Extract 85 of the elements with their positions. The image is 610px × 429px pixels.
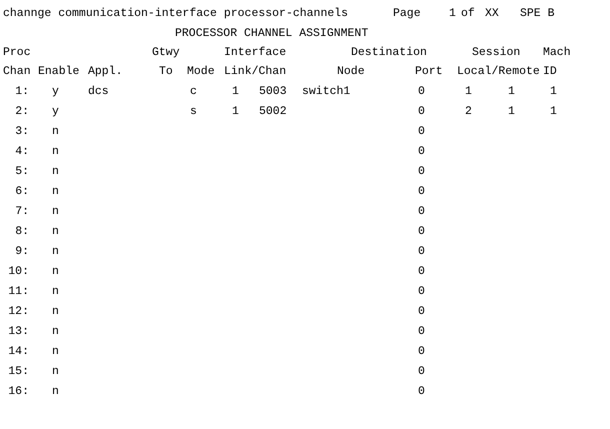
table-cell: n: [52, 125, 59, 139]
table-cell: n: [52, 305, 59, 319]
table-cell: y: [52, 105, 59, 119]
table-cell: 1: [465, 85, 472, 99]
table-cell: n: [52, 225, 59, 239]
table-cell: 1: [508, 105, 515, 119]
table-cell: n: [52, 365, 59, 379]
column-header: Proc: [3, 46, 31, 60]
table-cell: n: [52, 145, 59, 159]
table-cell: 5002: [259, 105, 287, 119]
table-cell: 0: [418, 185, 425, 199]
page-label: Page: [393, 7, 421, 21]
screen-heading: PROCESSOR CHANNEL ASSIGNMENT: [175, 27, 368, 41]
table-cell: 1: [232, 105, 239, 119]
column-header: Local/Remote: [457, 65, 540, 79]
table-cell: n: [52, 245, 59, 259]
row-number: 13:: [8, 325, 29, 339]
row-number: 5:: [15, 165, 29, 179]
table-cell: n: [52, 165, 59, 179]
column-header: Appl.: [88, 65, 123, 79]
table-cell: 0: [418, 265, 425, 279]
table-cell: 0: [418, 245, 425, 259]
page-number: 1: [449, 7, 456, 21]
column-header: Interface: [224, 46, 286, 60]
page-label: of: [461, 7, 475, 21]
column-header: Mach: [543, 46, 571, 60]
row-number: 14:: [8, 345, 29, 359]
system-label: SPE B: [520, 7, 555, 21]
table-cell: 0: [418, 85, 425, 99]
table-cell: switch1: [302, 85, 350, 99]
row-number: 1:: [15, 85, 29, 99]
table-cell: n: [52, 285, 59, 299]
table-cell: 1: [508, 85, 515, 99]
column-header: Enable: [38, 65, 80, 79]
table-cell: 0: [418, 325, 425, 339]
table-cell: c: [190, 85, 197, 99]
table-cell: 0: [418, 205, 425, 219]
table-cell: 0: [418, 305, 425, 319]
row-number: 6:: [15, 185, 29, 199]
column-header: Link/Chan: [224, 65, 286, 79]
row-number: 9:: [15, 245, 29, 259]
row-number: 7:: [15, 205, 29, 219]
table-cell: 5003: [259, 85, 287, 99]
table-cell: n: [52, 385, 59, 399]
table-cell: 0: [418, 165, 425, 179]
table-cell: 0: [418, 285, 425, 299]
page-count: XX: [485, 7, 499, 21]
column-header: ID: [543, 65, 557, 79]
row-number: 4:: [15, 145, 29, 159]
row-number: 12:: [8, 305, 29, 319]
row-number: 2:: [15, 105, 29, 119]
column-header: Chan: [3, 65, 31, 79]
row-number: 15:: [8, 365, 29, 379]
table-cell: s: [190, 105, 197, 119]
row-number: 16:: [8, 385, 29, 399]
row-number: 8:: [15, 225, 29, 239]
table-cell: 1: [550, 105, 557, 119]
table-cell: n: [52, 205, 59, 219]
column-header: Gtwy: [152, 46, 180, 60]
table-cell: 0: [418, 125, 425, 139]
table-cell: 0: [418, 225, 425, 239]
table-cell: 0: [418, 105, 425, 119]
command-text: channge communication-interface processor-channels: [3, 7, 348, 21]
table-cell: 0: [418, 365, 425, 379]
table-cell: n: [52, 325, 59, 339]
table-cell: n: [52, 265, 59, 279]
table-cell: 0: [418, 385, 425, 399]
column-header: Port: [415, 65, 443, 79]
column-header: Destination: [351, 46, 427, 60]
table-cell: 2: [465, 105, 472, 119]
column-header: Mode: [187, 65, 215, 79]
table-cell: n: [52, 185, 59, 199]
column-header: Node: [337, 65, 365, 79]
table-cell: y: [52, 85, 59, 99]
table-cell: n: [52, 345, 59, 359]
row-number: 11:: [8, 285, 29, 299]
table-cell: 0: [418, 345, 425, 359]
table-cell: dcs: [88, 85, 109, 99]
row-number: 10:: [8, 265, 29, 279]
column-header: Session: [472, 46, 520, 60]
row-number: 3:: [15, 125, 29, 139]
table-cell: 1: [550, 85, 557, 99]
table-cell: 0: [418, 145, 425, 159]
column-header: To: [159, 65, 173, 79]
table-cell: 1: [232, 85, 239, 99]
